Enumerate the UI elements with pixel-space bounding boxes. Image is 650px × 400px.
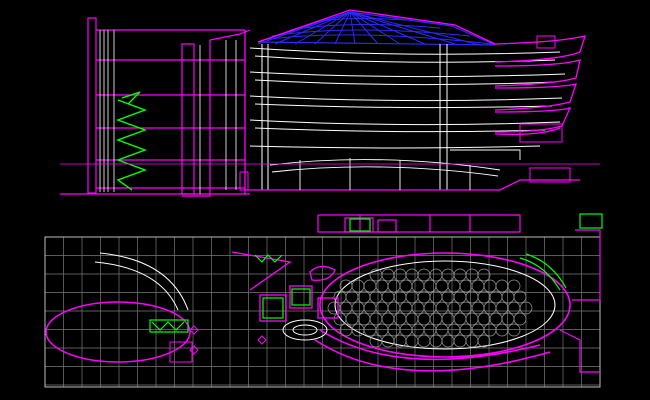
skylight-cell	[381, 312, 395, 326]
skylight-cell	[453, 334, 467, 348]
skylight-cell	[417, 268, 431, 282]
lobby-wedge	[231, 251, 339, 322]
skylight-cell	[363, 279, 377, 293]
skylight-cell	[405, 312, 419, 326]
skylight-cell	[345, 312, 359, 326]
skylight-cell	[465, 312, 479, 326]
annex-stair	[149, 319, 189, 333]
east-ramp-stair	[519, 253, 567, 291]
lower-auditorium	[269, 149, 521, 190]
skylight-cell	[405, 268, 419, 282]
skylight-cell	[483, 279, 497, 293]
skylight-cell	[435, 323, 449, 337]
ramp-balcony-profiles	[60, 30, 586, 195]
skylight-cell	[453, 268, 467, 282]
skylight-cell	[399, 279, 413, 293]
annex-rotunda	[45, 252, 191, 363]
skylight-cell	[465, 334, 479, 348]
skylight-cell	[333, 312, 347, 326]
skylight-cell	[369, 312, 383, 326]
skylight-cell	[411, 279, 425, 293]
skylight-cell	[513, 290, 527, 304]
building-section	[60, 9, 600, 197]
skylight-cell	[387, 323, 401, 337]
skylight-cell	[471, 301, 485, 315]
skylight-cell	[381, 334, 395, 348]
skylight-cell	[519, 301, 533, 315]
skylight-cell	[465, 268, 479, 282]
glass-dome-roof	[257, 9, 496, 46]
skylight-cell	[489, 312, 503, 326]
skylight-lattice	[327, 268, 533, 348]
skylight-cell	[429, 334, 443, 348]
skylight-cell	[393, 312, 407, 326]
skylight-cell	[507, 323, 521, 337]
skylight-cell	[471, 279, 485, 293]
skylight-cell	[495, 279, 509, 293]
north-wing-rooms	[317, 214, 521, 233]
skylight-cell	[471, 323, 485, 337]
skylight-cell	[447, 301, 461, 315]
skylight-cell	[483, 301, 497, 315]
skylight-cell	[453, 312, 467, 326]
skylight-cell	[405, 334, 419, 348]
skylight-cell	[429, 268, 443, 282]
auditorium-disc	[282, 319, 328, 341]
skylight-cell	[447, 279, 461, 293]
ground-floor-plan	[44, 213, 603, 388]
skylight-cell	[477, 312, 491, 326]
skylight-cell	[393, 268, 407, 282]
skylight-cell	[513, 312, 527, 326]
skylight-cell	[381, 268, 395, 282]
north-wing-stair	[349, 213, 603, 232]
main-rotunda	[314, 252, 571, 372]
section-stair	[115, 91, 148, 191]
skylight-cell	[387, 301, 401, 315]
east-walls	[559, 229, 601, 373]
column-markers	[189, 325, 267, 355]
skylight-cell	[363, 323, 377, 337]
core-stairs	[254, 254, 311, 319]
skylight-cell	[423, 323, 437, 337]
skylight-cell	[477, 334, 491, 348]
site-boundary	[44, 236, 601, 388]
skylight-cell	[501, 312, 515, 326]
skylight-cell	[429, 312, 443, 326]
skylight-cell	[351, 301, 365, 315]
skylight-cell	[411, 301, 425, 315]
skylight-cell	[477, 268, 491, 282]
skylight-cell	[351, 279, 365, 293]
skylight-cell	[507, 301, 521, 315]
skylight-cell	[423, 279, 437, 293]
structural-grid	[44, 236, 601, 387]
skylight-cell	[339, 301, 353, 315]
skylight-cell	[435, 301, 449, 315]
skylight-cell	[417, 334, 431, 348]
skylight-cell	[495, 301, 509, 315]
skylight-cell	[399, 301, 413, 315]
tower-window-lines	[99, 30, 237, 195]
skylight-cell	[399, 323, 413, 337]
skylight-cell	[363, 301, 377, 315]
skylight-cell	[495, 323, 509, 337]
skylight-cell	[411, 323, 425, 337]
skylight-cell	[339, 323, 353, 337]
skylight-cell	[483, 323, 497, 337]
skylight-cell	[387, 279, 401, 293]
skylight-cell	[423, 301, 437, 315]
section-openings	[239, 35, 571, 191]
skylight-cell	[447, 323, 461, 337]
skylight-cell	[507, 279, 521, 293]
skylight-cell	[435, 279, 449, 293]
skylight-cell	[417, 312, 431, 326]
